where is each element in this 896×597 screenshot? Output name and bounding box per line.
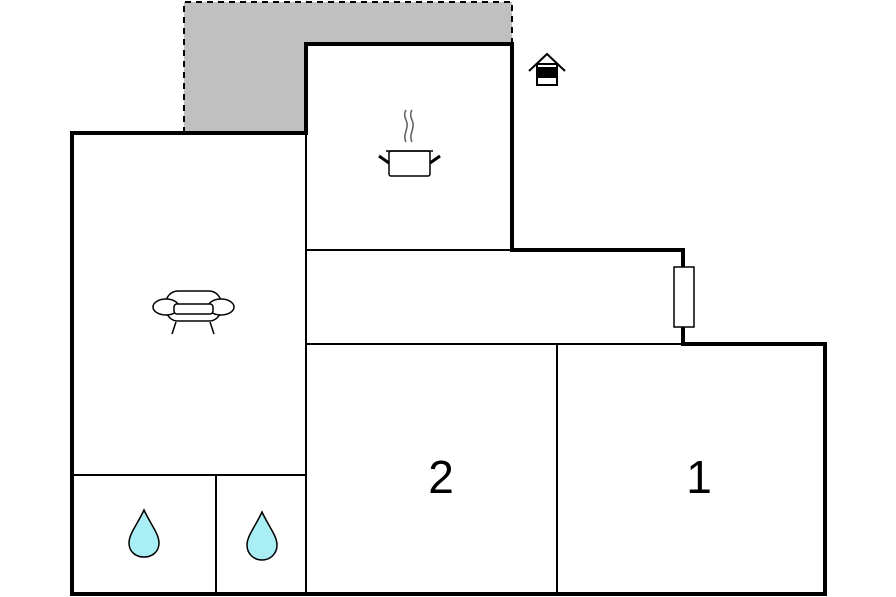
- armchair-icon: [152, 290, 235, 335]
- terrace-area: [184, 2, 512, 133]
- house-entrance-icon: [528, 52, 566, 86]
- room-label-bedroom-2: 2: [428, 451, 454, 503]
- water-drop-icon: [246, 510, 278, 561]
- window-icon: [673, 266, 695, 328]
- room-label-bedroom-1: 1: [686, 451, 712, 503]
- interior-walls: [72, 133, 683, 594]
- water-drop-icon: [128, 508, 160, 558]
- outer-wall: [70, 42, 827, 596]
- cooking-pot-icon: [378, 109, 441, 177]
